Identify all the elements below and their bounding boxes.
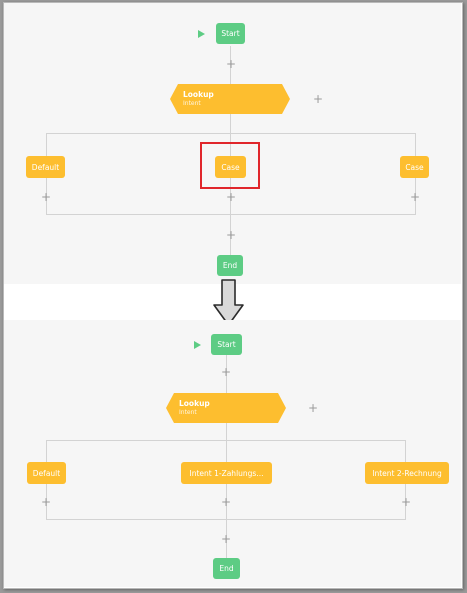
add-step-plus-icon[interactable]: +	[225, 57, 237, 71]
connector-branch-top	[46, 440, 406, 441]
lookup-subtitle: Intent	[179, 409, 197, 416]
start-label: Start	[221, 29, 240, 38]
intent2-node[interactable]: Intent 2-Rechnung	[365, 462, 449, 484]
connector-branch-top	[46, 133, 416, 134]
lookup-title: Lookup	[183, 90, 214, 99]
connector-branch-bottom	[46, 519, 406, 520]
start-node[interactable]: Start	[211, 334, 242, 355]
end-label: End	[219, 564, 234, 573]
add-step-plus-icon[interactable]: +	[225, 228, 237, 242]
end-node[interactable]: End	[217, 255, 243, 276]
add-step-plus-icon[interactable]: +	[40, 190, 52, 204]
end-label: End	[222, 261, 238, 270]
add-step-plus-icon[interactable]: +	[400, 495, 412, 509]
add-step-plus-icon[interactable]: +	[40, 495, 52, 509]
lookup-node[interactable]: Lookup Intent	[170, 84, 290, 114]
add-step-plus-icon[interactable]: +	[220, 365, 232, 379]
case-node-right[interactable]: Case	[400, 156, 429, 178]
intent1-node[interactable]: Intent 1-Zahlungs...	[181, 462, 272, 484]
add-step-plus-icon[interactable]: +	[225, 190, 237, 204]
intent2-label: Intent 2-Rechnung	[372, 468, 442, 478]
end-node[interactable]: End	[213, 558, 240, 579]
play-triangle-icon	[194, 341, 201, 349]
flow-canvas-after: Start + Lookup Intent + Default Intent 1…	[4, 320, 461, 587]
play-triangle-icon	[198, 30, 205, 38]
lookup-title: Lookup	[179, 399, 210, 408]
case-middle-label: Case	[221, 162, 240, 172]
flow-canvas-before: Start + Lookup Intent + Default Case Cas…	[4, 3, 461, 284]
default-label: Default	[31, 162, 60, 172]
default-label: Default	[32, 468, 61, 478]
add-step-plus-icon[interactable]: +	[220, 495, 232, 509]
add-step-plus-icon[interactable]: +	[409, 190, 421, 204]
default-node[interactable]: Default	[27, 462, 66, 484]
case-node-middle[interactable]: Case	[215, 156, 246, 178]
lookup-subtitle: Intent	[183, 100, 201, 107]
add-branch-plus-icon[interactable]: +	[312, 92, 324, 106]
intent1-label: Intent 1-Zahlungs...	[189, 468, 264, 478]
start-node[interactable]: Start	[216, 23, 245, 44]
down-arrow-icon	[213, 279, 244, 326]
add-branch-plus-icon[interactable]: +	[307, 401, 319, 415]
highlight-box	[200, 142, 260, 189]
lookup-node[interactable]: Lookup Intent	[166, 393, 286, 423]
connector-branch-bottom	[46, 214, 416, 215]
default-node[interactable]: Default	[26, 156, 65, 178]
case-right-label: Case	[405, 162, 424, 172]
add-step-plus-icon[interactable]: +	[220, 532, 232, 546]
start-label: Start	[217, 340, 236, 349]
